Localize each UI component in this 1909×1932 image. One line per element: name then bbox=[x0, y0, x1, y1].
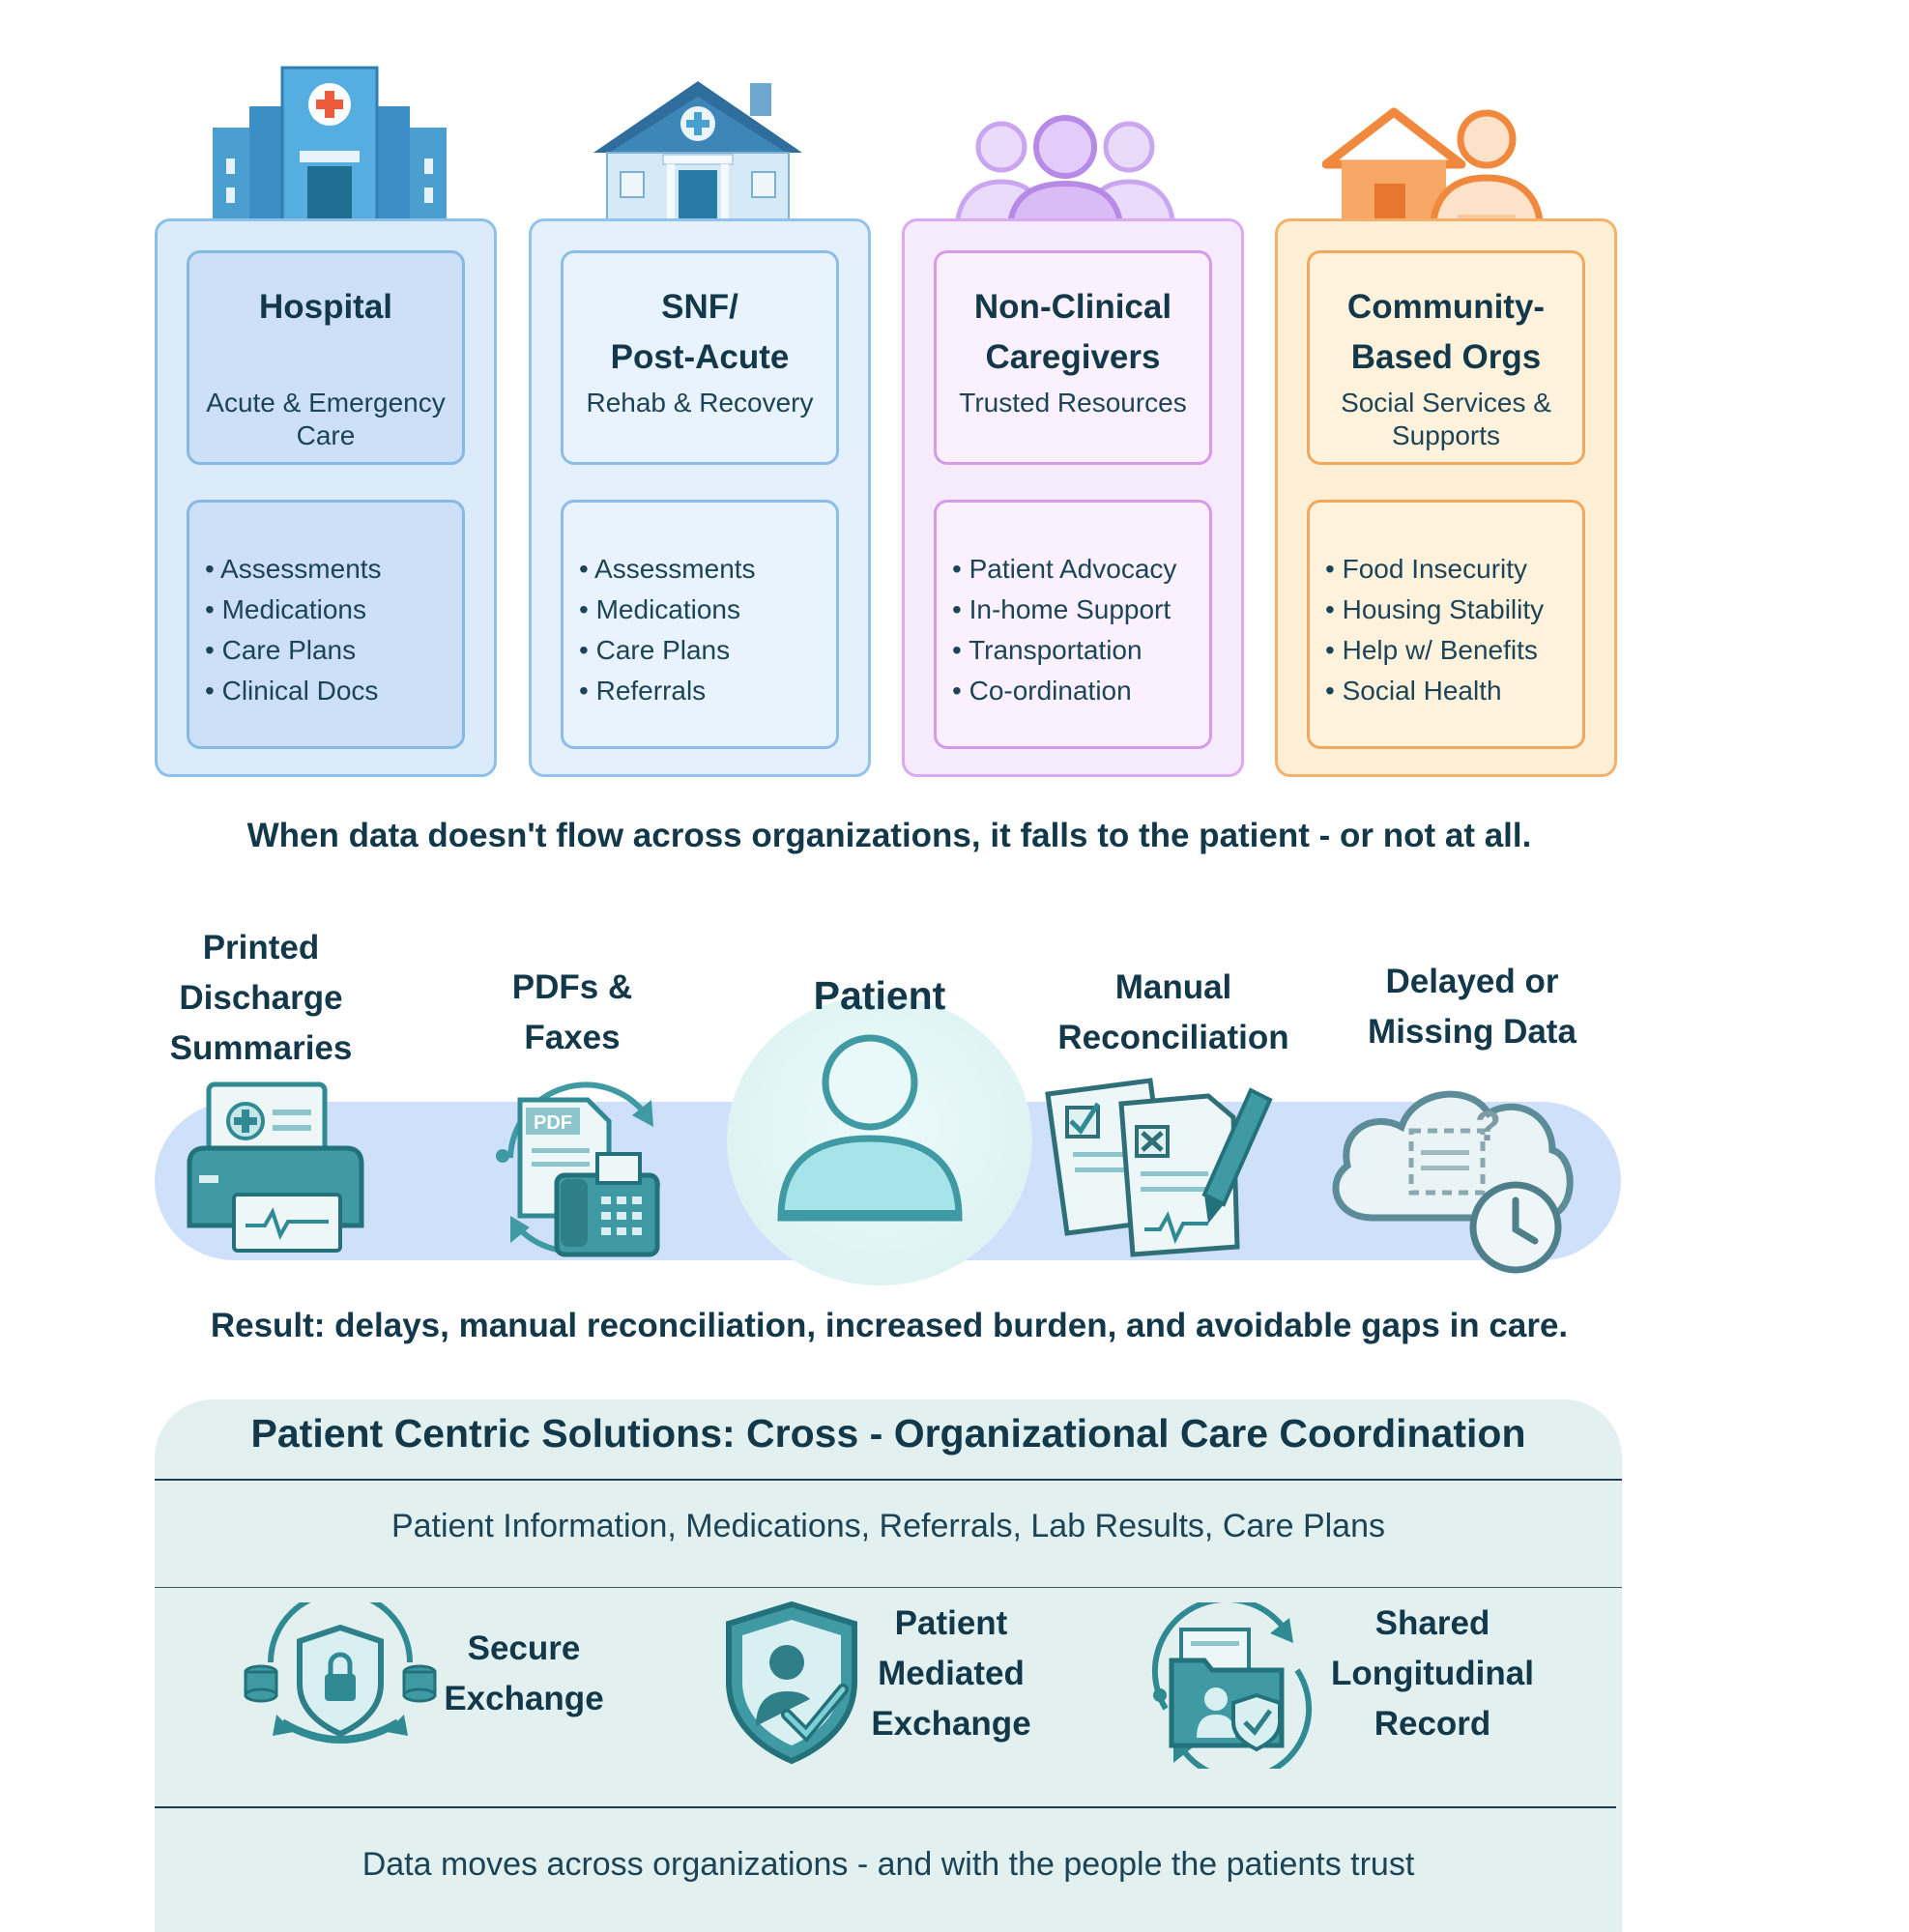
printed-summaries-label: Printed Discharge Summaries bbox=[169, 929, 353, 1067]
shared-record-label: Shared Longitudinal Record bbox=[1331, 1604, 1534, 1743]
org-data-item: Medications bbox=[579, 590, 836, 630]
org-title-line1: Community- bbox=[1346, 288, 1546, 326]
data-types-line: Patient Information, Medications, Referr… bbox=[390, 1508, 1386, 1544]
secure-exchange-icon bbox=[244, 1602, 437, 1744]
org-data-item: Medications bbox=[205, 590, 462, 630]
manual-reconciliation-label: Manual Reconciliation bbox=[1057, 968, 1289, 1056]
solutions-footer: Data moves across organizations - and wi… bbox=[362, 1846, 1415, 1883]
org-subtitle-line2: Care bbox=[296, 420, 356, 450]
divider bbox=[155, 1479, 1622, 1481]
patient-mediated-label: Patient Mediated Exchange bbox=[871, 1604, 1031, 1743]
org-subtitle-line2: Supports bbox=[1391, 420, 1501, 450]
divider bbox=[155, 1587, 1622, 1588]
patient-person-icon bbox=[777, 1034, 963, 1222]
shared-record-icon bbox=[1151, 1602, 1313, 1769]
org-data-item: In-home Support bbox=[952, 590, 1209, 630]
org-data-list: Patient Advocacy In-home Support Transpo… bbox=[934, 500, 1212, 749]
org-data-item: Social Health bbox=[1325, 671, 1582, 711]
org-data-item: Patient Advocacy bbox=[952, 549, 1209, 590]
org-subtitle-line1: Rehab & Recovery bbox=[586, 388, 814, 418]
caregivers-group-icon bbox=[955, 115, 1175, 236]
org-data-item: Assessments bbox=[205, 549, 462, 590]
org-data-item: Housing Stability bbox=[1325, 590, 1582, 630]
result-headline: Result: delays, manual reconciliation, i… bbox=[210, 1307, 1569, 1344]
data-flow-headline: When data doesn't flow across organizati… bbox=[246, 817, 1532, 854]
org-data-item: Co-ordination bbox=[952, 671, 1209, 711]
org-data-list: Assessments Medications Care Plans Clini… bbox=[187, 500, 465, 749]
patient-label: Patient bbox=[813, 973, 946, 1018]
community-house-person-icon bbox=[1322, 107, 1545, 234]
org-data-list: Food Insecurity Housing Stability Help w… bbox=[1307, 500, 1585, 749]
solutions-title: Patient Centric Solutions: Cross - Organ… bbox=[250, 1411, 1526, 1456]
org-subtitle-line1: Acute & Emergency bbox=[206, 388, 446, 418]
org-title-line1: Hospital bbox=[258, 288, 393, 326]
org-card-header: Community- Based Orgs Social Services & … bbox=[1307, 250, 1585, 465]
cloud-clock-icon: ? bbox=[1332, 1090, 1574, 1274]
divider bbox=[155, 1806, 1616, 1808]
org-data-item: Referrals bbox=[579, 671, 836, 711]
org-data-item: Transportation bbox=[952, 630, 1209, 671]
printer-icon bbox=[187, 1081, 364, 1253]
org-data-item: Assessments bbox=[579, 549, 836, 590]
delayed-missing-label: Delayed or Missing Data bbox=[1368, 963, 1576, 1051]
org-title-line1: Non-Clinical bbox=[973, 288, 1172, 326]
pdf-fax-icon: PDF bbox=[496, 1081, 660, 1257]
hospital-icon bbox=[213, 66, 447, 232]
org-title-line2: Post-Acute bbox=[610, 338, 790, 376]
manual-reconciliation-icon bbox=[1045, 1078, 1273, 1257]
org-data-item: Care Plans bbox=[205, 630, 462, 671]
pdfs-faxes-label: PDFs & Faxes bbox=[511, 968, 633, 1056]
secure-exchange-label: Secure Exchange bbox=[444, 1629, 604, 1717]
svg-text:?: ? bbox=[1475, 1103, 1501, 1150]
org-data-item: Help w/ Benefits bbox=[1325, 630, 1582, 671]
patient-shield-check-icon bbox=[726, 1600, 857, 1765]
solutions-panel: Patient Centric Solutions: Cross - Organ… bbox=[155, 1399, 1622, 1932]
org-subtitle-line1: Trusted Resources bbox=[959, 388, 1187, 418]
org-data-item: Clinical Docs bbox=[205, 671, 462, 711]
svg-text:PDF: PDF bbox=[534, 1112, 572, 1134]
org-data-item: Food Insecurity bbox=[1325, 549, 1582, 590]
org-data-list: Assessments Medications Care Plans Refer… bbox=[561, 500, 839, 749]
org-title-line1: SNF/ bbox=[661, 288, 738, 326]
org-card-header: SNF/ Post-Acute Rehab & Recovery bbox=[561, 250, 839, 465]
org-card-header: Non-Clinical Caregivers Trusted Resource… bbox=[934, 250, 1212, 465]
org-title-line2: Based Orgs bbox=[1350, 338, 1542, 376]
snf-house-icon bbox=[593, 81, 802, 242]
org-card-header: Hospital Acute & Emergency Care bbox=[187, 250, 465, 465]
org-title-line2: Caregivers bbox=[985, 338, 1161, 376]
org-subtitle-line1: Social Services & bbox=[1341, 388, 1551, 418]
org-data-item: Care Plans bbox=[579, 630, 836, 671]
